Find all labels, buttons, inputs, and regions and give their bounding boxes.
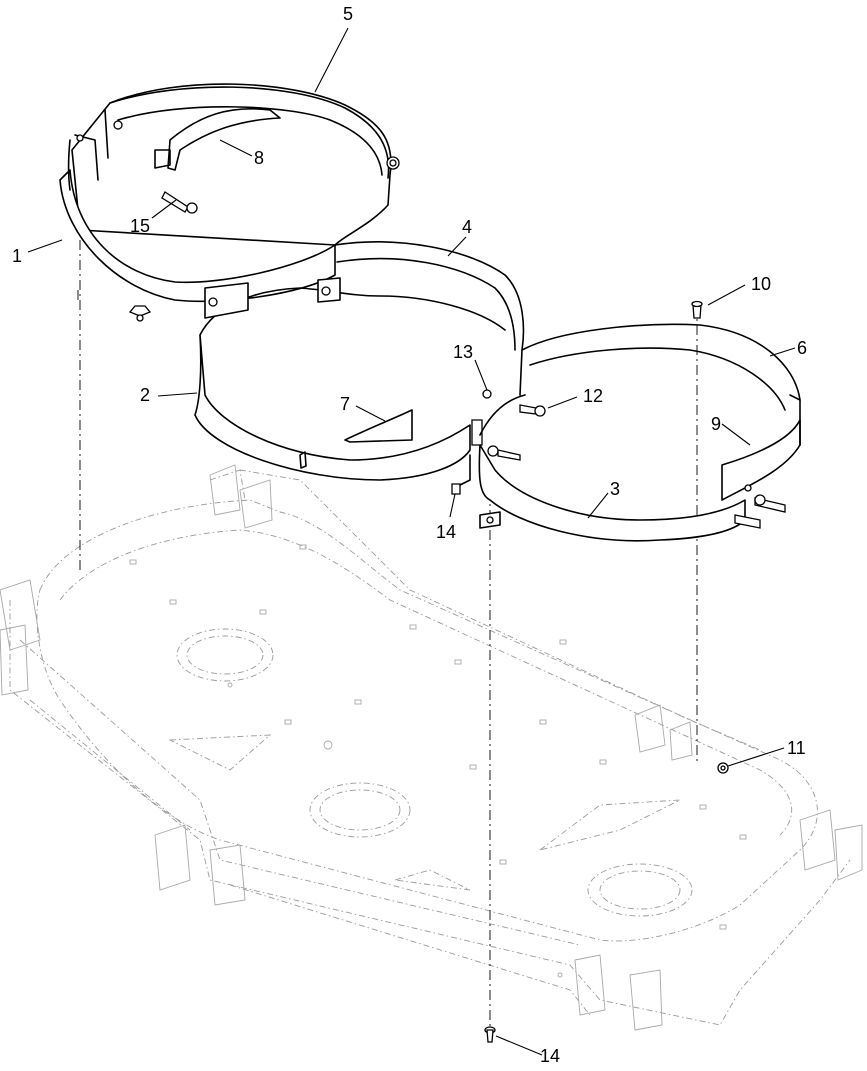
callout-15: 15 xyxy=(130,216,150,236)
baffle-ring-right xyxy=(478,300,801,1043)
leader-lines xyxy=(27,27,796,1056)
callout-labels: 5 8 15 1 4 10 6 13 12 2 7 9 3 14 11 14 xyxy=(12,4,807,1066)
callout-12: 12 xyxy=(583,386,603,406)
mower-deck-ghost xyxy=(0,464,863,1031)
callout-10: 10 xyxy=(751,274,771,294)
callout-4: 4 xyxy=(462,217,472,237)
callout-5: 5 xyxy=(343,4,353,24)
callout-1: 1 xyxy=(12,246,22,266)
callout-9: 9 xyxy=(711,414,721,434)
callout-14-upper: 14 xyxy=(436,522,456,542)
callout-3: 3 xyxy=(610,479,620,499)
callout-14-lower: 14 xyxy=(540,1046,560,1066)
callout-7: 7 xyxy=(340,394,350,414)
callout-13: 13 xyxy=(453,342,473,362)
baffle-ring-center xyxy=(194,241,525,495)
callout-2: 2 xyxy=(140,385,150,405)
baffle-ring-left xyxy=(59,83,400,322)
callout-11: 11 xyxy=(787,738,806,758)
alignment-lines xyxy=(77,147,698,1030)
callout-6: 6 xyxy=(797,338,807,358)
callout-8: 8 xyxy=(254,148,264,168)
